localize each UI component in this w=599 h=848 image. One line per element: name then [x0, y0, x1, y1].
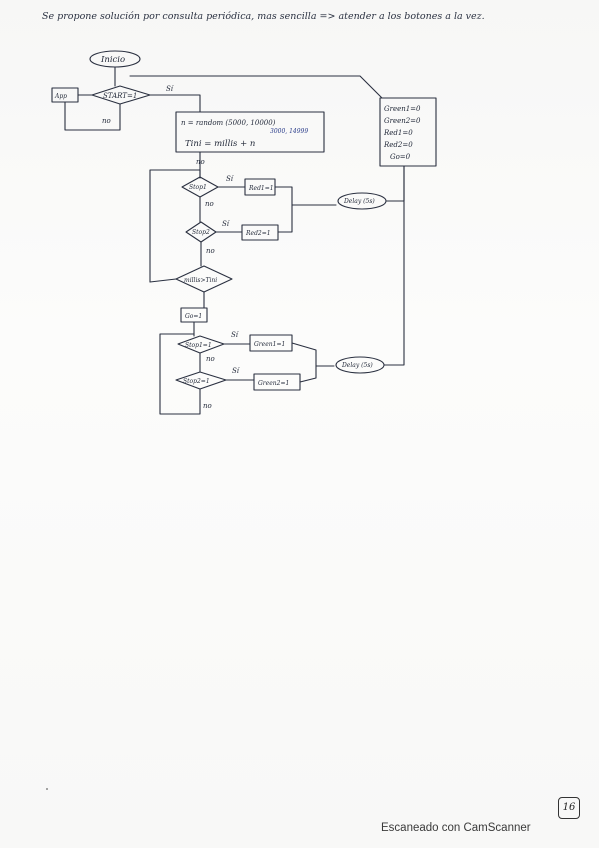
stop2-label: Stop2 [192, 229, 210, 236]
reset-line-4: Go=0 [390, 153, 411, 161]
red2-label: Red2=1 [245, 230, 271, 237]
start-cond-label: START=1 [103, 92, 137, 100]
reset-line-2: Red1=0 [383, 129, 413, 137]
scanner-watermark: Escaneado con CamScanner [381, 822, 531, 834]
delay2-label: Delay (5s) [341, 362, 373, 369]
reset-line-0: Green1=0 [384, 105, 421, 113]
reset-box [379, 97, 437, 167]
stop2b-yes: Sí [232, 367, 240, 375]
stop2b-no: no [203, 402, 212, 410]
start-label: Inicio [100, 55, 125, 65]
stop1-label: Stop1 [189, 184, 207, 191]
stop2b-label: Stop2=1 [183, 378, 210, 385]
stop2-yes: Sí [222, 220, 230, 228]
stop1b-label: Stop1=1 [185, 342, 212, 349]
reset-line-1: Green2=0 [384, 117, 421, 125]
tini-line: Tini = millis + n [185, 139, 255, 149]
stop1-no: no [205, 200, 214, 208]
reset-line-3: Red2=0 [383, 141, 413, 149]
start-no-label: no [102, 117, 111, 125]
stop1b-yes: Sí [231, 331, 239, 339]
delay1-label: Delay (5s) [343, 198, 375, 205]
scan-speck [46, 788, 48, 790]
side-box-label: App [54, 93, 67, 100]
go-label: Go=1 [185, 313, 202, 320]
random-line2: 3000, 14999 [270, 128, 308, 135]
stop2-no: no [206, 247, 215, 255]
green1-label: Green1=1 [254, 341, 285, 348]
stop1-yes: Sí [226, 175, 234, 183]
green2-label: Green2=1 [258, 380, 289, 387]
red1-label: Red1=1 [248, 185, 274, 192]
millis-loop-no: no [196, 158, 205, 166]
stop1b-no: no [206, 355, 215, 363]
random-line1: n = random (5000, 10000) [181, 119, 276, 127]
random-box [175, 111, 325, 153]
intro-note: Se propone solución por consulta periódi… [42, 11, 485, 22]
page-number: 16 [558, 797, 580, 819]
start-yes-label: Sí [166, 85, 174, 93]
millis-diamond [175, 265, 233, 293]
millis-label: millis>Tini [184, 277, 217, 284]
